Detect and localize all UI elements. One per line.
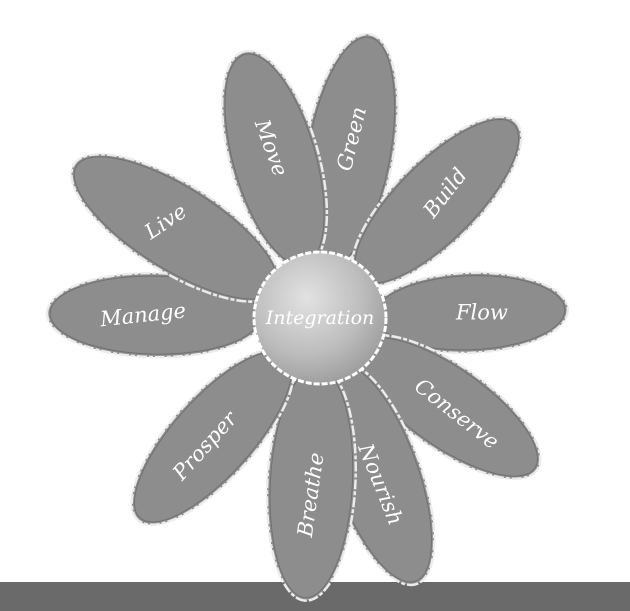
center-hub: Integration [254, 252, 386, 384]
petal-label: Flow [455, 300, 508, 324]
center-label: Integration [265, 307, 375, 329]
